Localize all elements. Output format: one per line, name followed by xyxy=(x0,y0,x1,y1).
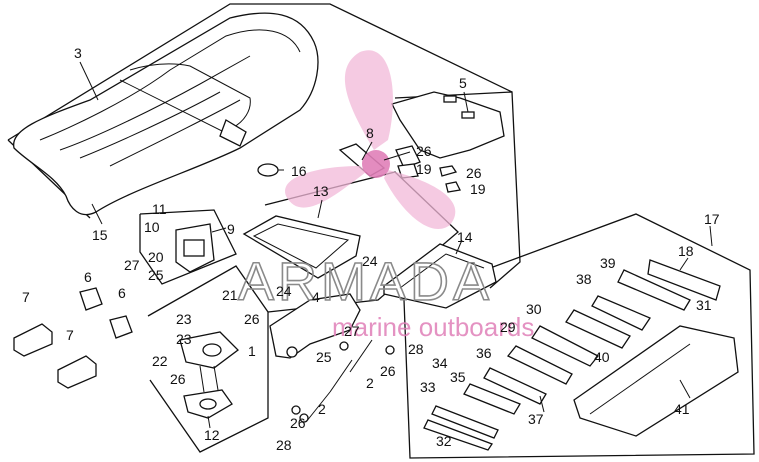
hinge-section-outline xyxy=(147,265,269,453)
callout-27: 27 xyxy=(344,323,360,339)
callout-13: 13 xyxy=(313,183,329,199)
callout-14: 14 xyxy=(457,229,473,245)
seat-stay xyxy=(269,293,361,359)
watermark-brand: ARMADA xyxy=(238,252,493,312)
callout-2: 2 xyxy=(366,375,374,391)
document-case xyxy=(383,243,497,309)
callout-38: 38 xyxy=(576,271,592,287)
callout-29: 29 xyxy=(500,319,516,335)
callout-5: 5 xyxy=(459,75,467,91)
callout-26: 26 xyxy=(416,143,432,159)
callout-41: 41 xyxy=(674,401,690,417)
callout-27: 27 xyxy=(124,257,140,273)
callout-23: 23 xyxy=(176,331,192,347)
callout-37: 37 xyxy=(528,411,544,427)
callout-10: 10 xyxy=(144,219,160,235)
callout-17: 17 xyxy=(704,211,720,227)
armada-watermark: ARMADA marine outboards xyxy=(237,50,534,342)
seat-bracket xyxy=(391,91,505,159)
callout-28: 28 xyxy=(408,341,424,357)
callout-28: 28 xyxy=(276,437,292,453)
callout-16: 16 xyxy=(291,163,307,179)
callout-2: 2 xyxy=(318,401,326,417)
seat-latch xyxy=(175,223,215,273)
callout-9: 9 xyxy=(227,221,235,237)
callout-39: 39 xyxy=(600,255,616,271)
callout-25: 25 xyxy=(316,349,332,365)
callout-24: 24 xyxy=(276,283,292,299)
tool-tray xyxy=(242,215,361,279)
rubber-dampers xyxy=(13,287,133,389)
callout-19: 19 xyxy=(470,181,486,197)
callout-3: 3 xyxy=(74,45,82,61)
toolkit-section-outline xyxy=(403,213,755,459)
callout-20: 20 xyxy=(148,249,164,265)
callout-8: 8 xyxy=(366,125,374,141)
bracket-section-outline xyxy=(394,91,521,289)
callout-26: 26 xyxy=(244,311,260,327)
callout-15: 15 xyxy=(92,227,108,243)
callout-4: 4 xyxy=(312,289,320,305)
callout-31: 31 xyxy=(696,297,712,313)
callout-21: 21 xyxy=(222,287,238,303)
callout-40: 40 xyxy=(594,349,610,365)
callout-26: 26 xyxy=(466,165,482,181)
latch-section-outline xyxy=(139,209,237,285)
grommet xyxy=(257,163,279,177)
callout-6: 6 xyxy=(118,285,126,301)
callout-22: 22 xyxy=(152,353,168,369)
callout-23: 23 xyxy=(176,311,192,327)
callout-18: 18 xyxy=(678,243,694,259)
seat xyxy=(13,12,319,216)
callout-7: 7 xyxy=(22,289,30,305)
callout-19: 19 xyxy=(416,161,432,177)
callout-1: 1 xyxy=(248,343,256,359)
callout-35: 35 xyxy=(450,369,466,385)
hinge-assembly xyxy=(179,331,239,419)
callout-labels: 3 15 5 8 26 19 26 19 16 13 11 10 9 27 20… xyxy=(22,45,720,453)
callout-26: 26 xyxy=(290,415,306,431)
callout-34: 34 xyxy=(432,355,448,371)
callout-33: 33 xyxy=(420,379,436,395)
callout-25: 25 xyxy=(148,267,164,283)
propeller-logo-icon xyxy=(285,50,456,229)
callout-36: 36 xyxy=(476,345,492,361)
callout-30: 30 xyxy=(526,301,542,317)
callout-6: 6 xyxy=(84,269,92,285)
callout-32: 32 xyxy=(436,433,452,449)
callout-7: 7 xyxy=(66,327,74,343)
callout-26: 26 xyxy=(380,363,396,379)
callout-26: 26 xyxy=(170,371,186,387)
callout-11: 11 xyxy=(152,201,167,217)
callout-12: 12 xyxy=(204,427,220,443)
toolkit xyxy=(423,259,739,451)
bolts xyxy=(291,339,395,423)
seat-section-outline xyxy=(7,3,513,141)
callout-24: 24 xyxy=(362,253,378,269)
leader-lines xyxy=(79,61,713,429)
watermark-tagline: marine outboards xyxy=(332,312,534,342)
